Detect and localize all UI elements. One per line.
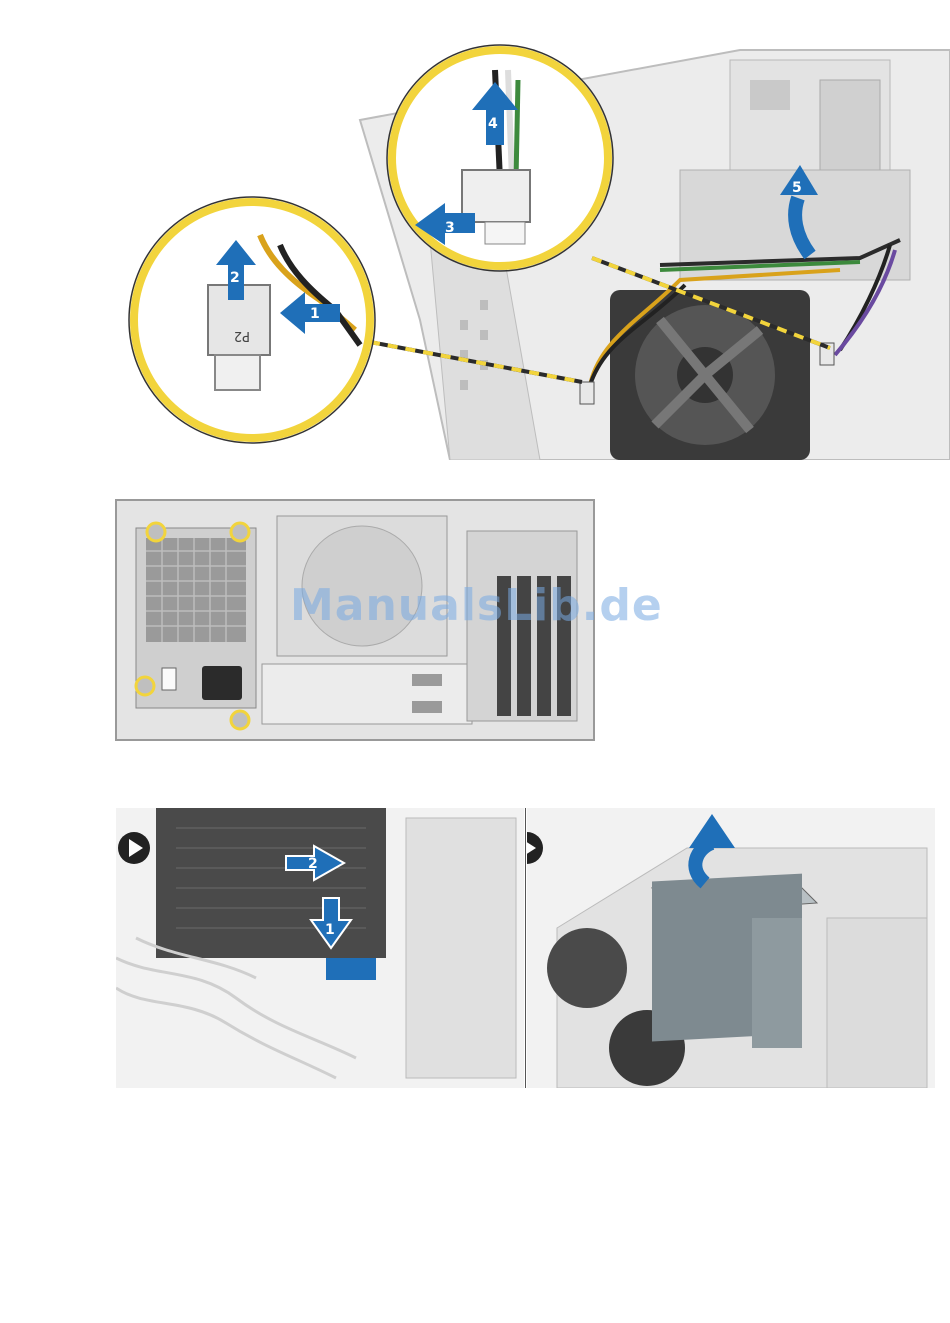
cable-disconnect-illustration: P2 1 2 3 4 5 (120, 20, 950, 460)
io-panel (262, 664, 472, 724)
callout-left: P2 1 2 (129, 197, 375, 443)
svg-text:4: 4 (488, 116, 498, 132)
screw-icon (231, 523, 249, 541)
panel-divider (525, 808, 526, 1088)
play-step-icon (118, 832, 150, 864)
screw-icon (147, 523, 165, 541)
screw-icon (136, 677, 154, 695)
release-tab (326, 958, 376, 980)
p2-label: P2 (234, 328, 250, 343)
svg-text:1: 1 (310, 306, 320, 322)
svg-text:2: 2 (308, 856, 318, 872)
connector-p2-socket (580, 382, 594, 404)
psu-release-tab-illustration: 1 2 (116, 808, 524, 1088)
svg-text:2: 2 (230, 270, 240, 286)
psu-lift-out-illustration (527, 808, 935, 1088)
screw-icon (231, 711, 249, 729)
svg-text:1: 1 (325, 922, 335, 938)
psu-body (156, 808, 386, 958)
psu-unit (652, 874, 817, 1048)
svg-text:3: 3 (445, 220, 455, 236)
callout-right: 3 4 (387, 45, 613, 271)
svg-text:5: 5 (792, 180, 802, 196)
watermark: ManualsLib.de (290, 580, 663, 631)
ac-power-socket (202, 666, 242, 700)
